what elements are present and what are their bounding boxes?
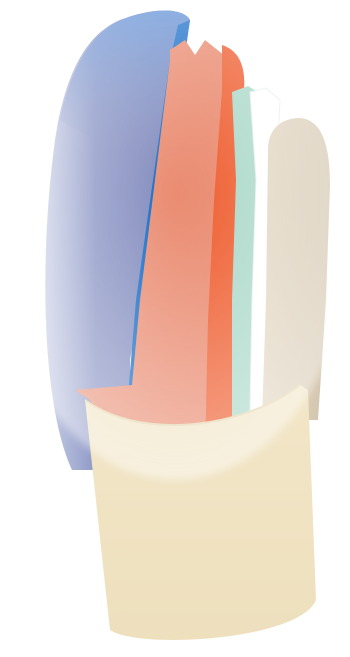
soft-halo <box>0 0 350 480</box>
